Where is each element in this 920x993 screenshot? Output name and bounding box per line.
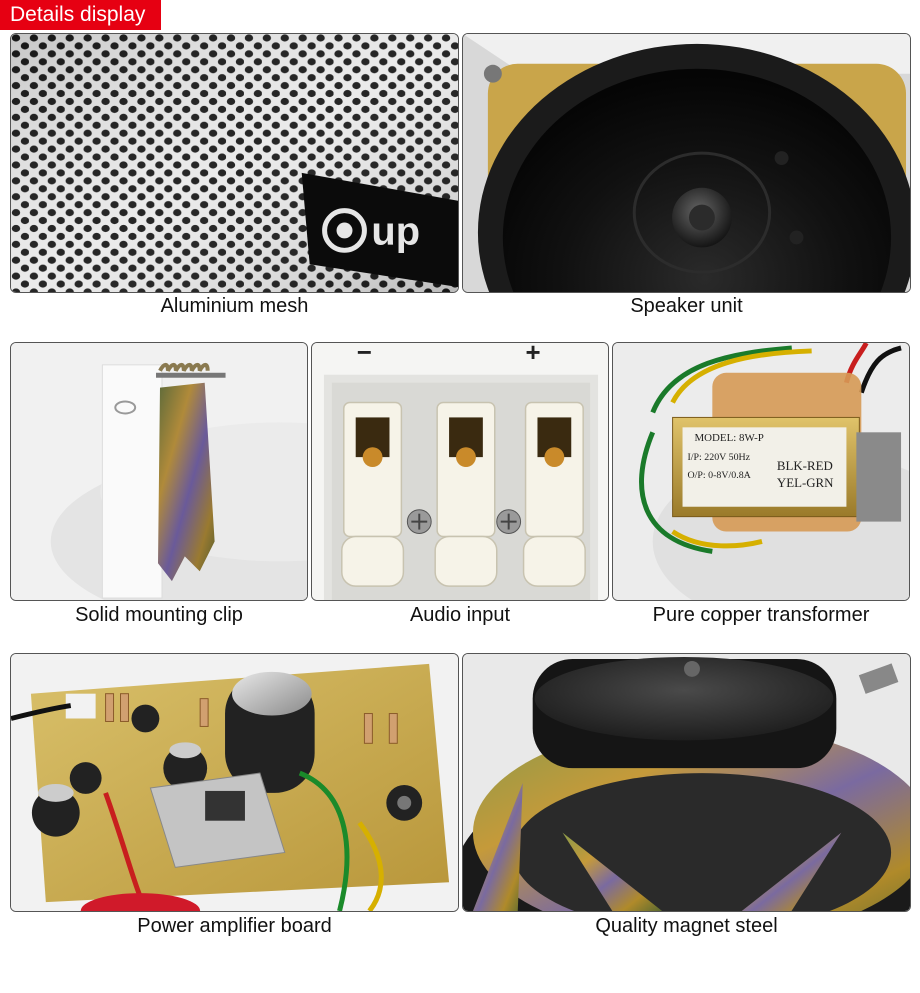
amplifier-board-caption: Power amplifier board	[137, 915, 332, 937]
transformer-photo: MODEL: 8W-P I/P: 220V 50Hz O/P: 0-8V/0.8…	[612, 342, 910, 601]
brand-logo-badge: up	[301, 172, 458, 288]
speaker-unit-caption: Speaker unit	[630, 295, 743, 317]
transformer-input-label: I/P: 220V 50Hz	[687, 452, 750, 463]
magnet-steel-photo	[462, 653, 911, 912]
aluminium-mesh-photo: up	[10, 33, 459, 293]
positive-terminal-symbol: +	[526, 343, 541, 367]
audio-input-caption: Audio input	[409, 604, 511, 626]
speaker-unit-photo	[462, 33, 911, 293]
amplifier-board-photo	[10, 653, 459, 912]
mounting-clip-photo	[10, 342, 308, 601]
logo-text: up	[371, 209, 420, 253]
aluminium-mesh-caption: Aluminium mesh	[160, 295, 309, 317]
mounting-clip-caption: Solid mounting clip	[75, 604, 243, 626]
details-display-banner: Details display	[0, 0, 161, 30]
transformer-caption: Pure copper transformer	[652, 604, 870, 626]
transformer-wire-label-2: YEL-GRN	[777, 476, 834, 490]
magnet-steel-caption: Quality magnet steel	[595, 915, 778, 937]
transformer-wire-label-1: BLK-RED	[777, 459, 833, 473]
audio-input-photo: − +	[311, 342, 609, 601]
negative-terminal-symbol: −	[357, 343, 372, 367]
transformer-output-label: O/P: 0-8V/0.8A	[687, 470, 751, 481]
transformer-model-label: MODEL: 8W-P	[694, 432, 763, 444]
